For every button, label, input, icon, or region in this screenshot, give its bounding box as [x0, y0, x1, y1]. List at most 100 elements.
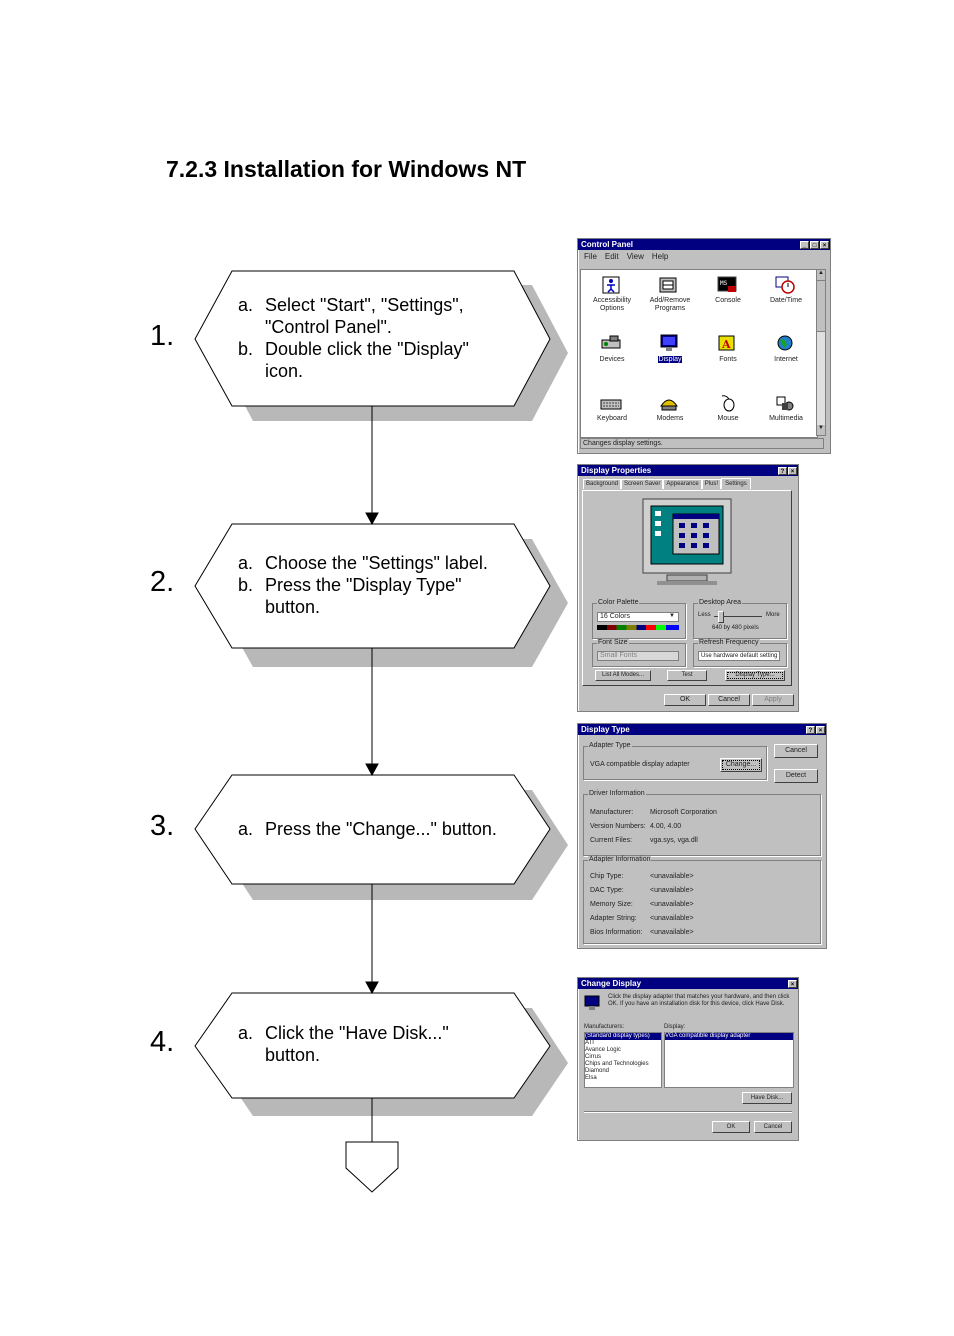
menu-edit[interactable]: Edit — [604, 252, 619, 261]
driver-row-value: 4.00, 4.00 — [650, 823, 682, 830]
display-list[interactable]: VGA compatible display adapter — [664, 1032, 794, 1088]
scroll-thumb[interactable] — [817, 281, 825, 332]
scroll-down-icon[interactable]: ▼ — [817, 425, 825, 435]
list-item[interactable]: VGA compatible display adapter — [665, 1033, 793, 1040]
change-display-title: Change Display — [581, 979, 642, 988]
desktop-more-label: More — [766, 612, 780, 618]
cp-item-label: Fonts — [719, 356, 737, 363]
refresh-frequency-group: Refresh Frequency Use hardware default s… — [693, 639, 787, 667]
minimize-icon[interactable]: _ — [800, 240, 809, 249]
refresh-frequency-select[interactable]: Use hardware default setting — [698, 651, 780, 661]
adapter-row-key: Bios Information: — [590, 929, 643, 936]
font-size-group: Font Size Small Fonts — [592, 639, 686, 667]
display-type-window: Display Type ? × Adapter Type VGA compat… — [577, 723, 827, 949]
tab-background[interactable]: Background — [583, 479, 622, 489]
chevron-down-icon[interactable]: ▼ — [669, 613, 675, 619]
step-2-text: a.Choose the "Settings" label. b.Press t… — [238, 552, 488, 618]
step-2-line-1-marker: a. — [238, 553, 254, 573]
change-button[interactable]: Change... — [720, 758, 762, 772]
display-icon — [660, 334, 678, 351]
font-size-select[interactable]: Small Fonts — [597, 651, 679, 661]
cancel-button[interactable]: Cancel — [754, 1121, 792, 1133]
adapter-row-value: <unavailable> — [650, 915, 694, 922]
menu-help[interactable]: Help — [651, 252, 669, 261]
step-1-line-2-marker — [238, 316, 265, 338]
apply-button[interactable]: Apply — [752, 694, 794, 706]
close-icon[interactable]: × — [820, 240, 829, 249]
adapter-information-group: Adapter Information Chip Type: <unavaila… — [583, 856, 821, 944]
maximize-icon[interactable]: □ — [810, 240, 819, 249]
tab-plus[interactable]: Plus! — [701, 479, 722, 489]
step-1-text: a.Select "Start", "Settings", "Control P… — [238, 294, 469, 382]
driver-row-value: Microsoft Corporation — [650, 809, 717, 816]
list-item[interactable]: ATI — [585, 1040, 594, 1046]
list-item[interactable]: Avance Logic — [585, 1047, 621, 1053]
step-3-shape — [194, 774, 568, 900]
adapter-row-value: <unavailable> — [650, 929, 694, 936]
list-item[interactable]: Elsa — [585, 1075, 597, 1081]
list-item[interactable]: Chips and Technologies — [585, 1061, 649, 1067]
step-3-line-1-marker: a. — [238, 819, 254, 839]
adapter-row-key: Memory Size: — [590, 901, 633, 908]
close-icon[interactable]: × — [816, 725, 825, 734]
help-icon[interactable]: ? — [806, 725, 815, 734]
desktop-area-slider[interactable] — [718, 611, 724, 623]
tab-settings[interactable]: Settings — [721, 478, 751, 489]
multimedia-icon — [776, 396, 794, 411]
test-button[interactable]: Test — [667, 670, 707, 681]
menu-file[interactable]: File — [584, 252, 597, 261]
adapter-row-key: Chip Type: — [590, 873, 624, 880]
control-panel-title: Control Panel — [581, 240, 634, 249]
cancel-button[interactable]: Cancel — [708, 694, 750, 706]
page-title: 7.2.3 Installation for Windows NT — [166, 156, 527, 182]
list-item[interactable]: Cirrus — [585, 1054, 601, 1060]
step-2-shape — [194, 523, 568, 667]
change-display-description: Click the display adapter that matches y… — [608, 994, 790, 1007]
close-icon[interactable]: × — [788, 466, 797, 475]
control-panel-titlebar: Control Panel _ □ × — [578, 239, 830, 250]
cp-item-label: Multimedia — [769, 415, 803, 422]
svg-text:MS: MS — [720, 280, 728, 287]
adapter-information-label: Adapter Information — [588, 856, 652, 863]
cp-item-label: Devices — [599, 356, 625, 363]
step-1-line-3-marker: b. — [238, 339, 254, 359]
menu-view[interactable]: View — [626, 252, 644, 261]
step-2-line-2-marker: b. — [238, 575, 254, 595]
detect-button[interactable]: Detect — [774, 769, 818, 783]
help-icon[interactable]: ? — [778, 466, 787, 475]
connector-arrows — [365, 406, 379, 1142]
step-2-line-2: Press the "Display Type" — [265, 575, 462, 595]
tab-appearance[interactable]: Appearance — [663, 479, 702, 489]
close-icon[interactable]: × — [788, 979, 797, 988]
have-disk-button[interactable]: Have Disk... — [742, 1092, 792, 1104]
tab-screen-saver[interactable]: Screen Saver — [621, 479, 664, 489]
color-palette-select[interactable]: 16 Colors — [597, 612, 679, 622]
desktop-less-label: Less — [698, 612, 711, 618]
step-2-line-3-marker — [238, 596, 265, 618]
adapter-type-value: VGA compatible display adapter — [590, 761, 690, 768]
divider — [584, 1111, 792, 1113]
monitor-icon — [584, 995, 600, 1010]
scroll-up-icon[interactable]: ▲ — [817, 270, 825, 281]
list-all-modes-button[interactable]: List All Modes... — [595, 670, 651, 681]
accessibility-icon — [602, 276, 620, 294]
ok-button[interactable]: OK — [664, 694, 706, 706]
desktop-area-value: 640 by 480 pixels — [712, 625, 759, 631]
refresh-frequency-label: Refresh Frequency — [698, 639, 760, 646]
vertical-scrollbar[interactable]: ▲ ▼ — [816, 269, 826, 436]
ok-button[interactable]: OK — [712, 1121, 750, 1133]
list-item[interactable]: Diamond — [585, 1068, 610, 1074]
change-display-window: Change Display × Click the display adapt… — [577, 977, 799, 1141]
change-display-titlebar: Change Display × — [578, 978, 798, 989]
cancel-button[interactable]: Cancel — [774, 744, 818, 758]
monitor-preview-icon — [642, 498, 732, 585]
adapter-row-key: Adapter String: — [590, 915, 637, 922]
color-palette-label: Color Palette — [597, 599, 640, 606]
manufacturers-list[interactable]: (Standard display types) ATI Avance Logi… — [584, 1032, 662, 1088]
adapter-row-value: <unavailable> — [650, 901, 694, 908]
step-2-line-3: button. — [265, 597, 321, 617]
driver-row-key: Current Files: — [590, 837, 633, 844]
list-item[interactable]: (Standard display types) — [585, 1033, 661, 1040]
display-type-button[interactable]: Display Type... — [725, 670, 785, 681]
